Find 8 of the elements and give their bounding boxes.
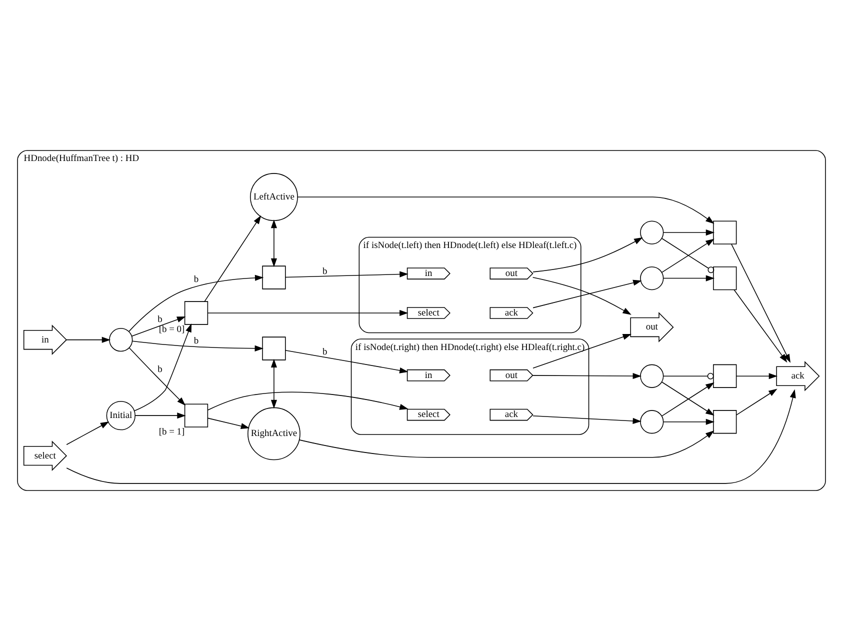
- node-label: [b = 1]: [158, 427, 185, 438]
- edge-label: b: [194, 274, 199, 284]
- edge-label: b: [194, 336, 199, 346]
- node-label: [b = 0]: [158, 324, 185, 335]
- edge-label: b: [322, 266, 328, 277]
- edge-label: b: [158, 314, 162, 325]
- edge-label: b: [158, 364, 162, 374]
- edge-label: b: [322, 347, 328, 358]
